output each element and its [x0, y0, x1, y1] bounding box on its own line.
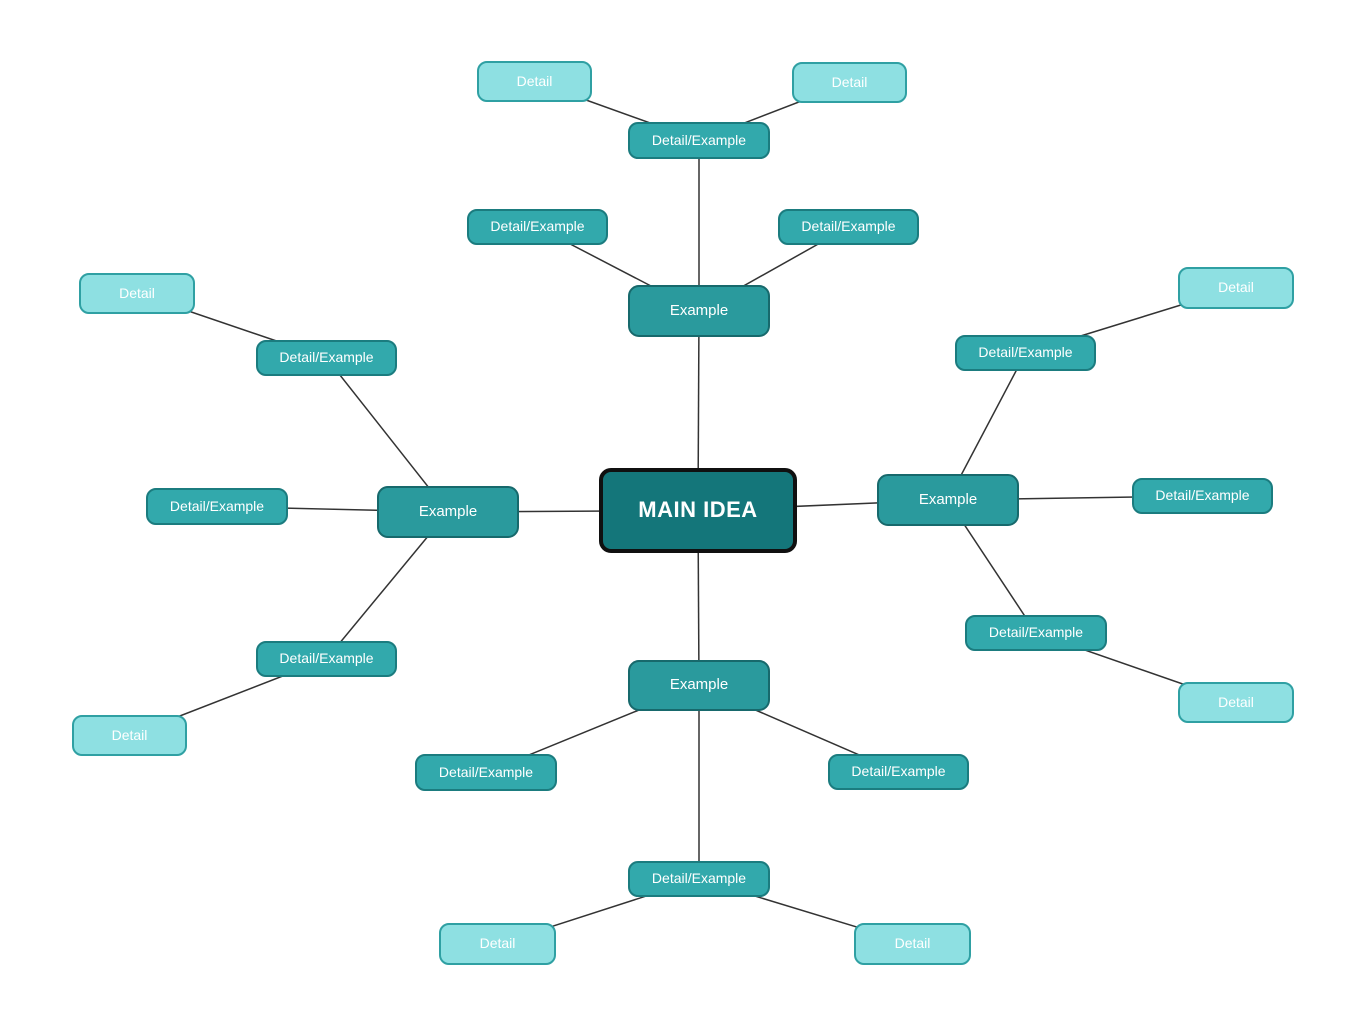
node-ex-right[interactable]: Example	[877, 474, 1019, 526]
node-de-right-mid[interactable]: Detail/Example	[1132, 478, 1273, 514]
node-ex-left[interactable]: Example	[377, 486, 519, 538]
node-d-bottom-right[interactable]: Detail	[854, 923, 971, 965]
node-de-bottom-right[interactable]: Detail/Example	[828, 754, 969, 790]
node-de-bottom-left[interactable]: Detail/Example	[415, 754, 557, 791]
node-d-bottom-left[interactable]: Detail	[439, 923, 556, 965]
node-d-right-bottom[interactable]: Detail	[1178, 682, 1294, 723]
node-ex-top[interactable]: Example	[628, 285, 770, 337]
node-ex-bottom[interactable]: Example	[628, 660, 770, 711]
node-de-top-left[interactable]: Detail/Example	[467, 209, 608, 245]
node-de-right-lower[interactable]: Detail/Example	[965, 615, 1107, 651]
node-de-top-center[interactable]: Detail/Example	[628, 122, 770, 159]
node-d-left-bottom[interactable]: Detail	[72, 715, 187, 756]
node-de-top-right[interactable]: Detail/Example	[778, 209, 919, 245]
node-de-bottom-center[interactable]: Detail/Example	[628, 861, 770, 897]
node-d-left-top[interactable]: Detail	[79, 273, 195, 314]
node-main[interactable]: MAIN IDEA	[599, 468, 797, 553]
node-de-left-mid[interactable]: Detail/Example	[146, 488, 288, 525]
node-de-left-upper[interactable]: Detail/Example	[256, 340, 397, 376]
node-de-right-upper[interactable]: Detail/Example	[955, 335, 1096, 371]
node-de-left-lower[interactable]: Detail/Example	[256, 641, 397, 677]
node-d-top-left[interactable]: Detail	[477, 61, 592, 102]
node-d-right-top[interactable]: Detail	[1178, 267, 1294, 309]
node-d-top-right[interactable]: Detail	[792, 62, 907, 103]
